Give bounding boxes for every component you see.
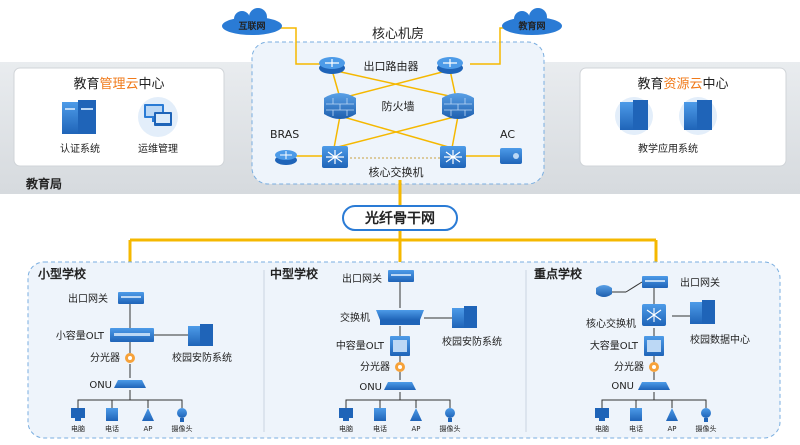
small-splitter-label: 分光器 [90,351,120,364]
medium-security-label: 校园安防系统 [442,335,502,348]
core-switch-right-icon [440,146,466,168]
core-switch-left-icon [322,146,348,168]
backbone-label: 光纤骨干网 [364,210,435,227]
small-olt-label: 小容量OLT [56,329,105,342]
core-room-title: 核心机房 [372,26,424,42]
internet-cloud-icon [222,8,282,35]
medium-ep-ap: AP [411,425,420,433]
key-ep-pc: 电脑 [595,424,609,433]
small-gateway-label: 出口网关 [68,292,108,305]
small-ep-ap: AP [143,425,152,433]
key-datacenter-icon [690,300,715,324]
ops-monitor-icon [138,97,178,137]
medium-school-title: 中型学校 [270,266,319,281]
router-label: 出口路由器 [364,59,419,73]
key-firewall-icon [596,285,612,297]
core-switch-label: 核心交换机 [369,165,424,179]
core-links [290,69,504,157]
firewall-right-icon [442,93,474,119]
medium-security-icon [452,306,477,328]
internet-cloud-label: 互联网 [238,20,265,32]
key-ep-camera: 摄像头 [696,424,717,433]
medium-onu-icon [384,382,416,390]
key-olt-icon [644,336,664,356]
key-splitter-label: 分光器 [614,360,644,373]
small-security-icon [188,324,213,346]
small-olt-icon [110,328,154,342]
key-olt-label: 大容量OLT [590,339,639,352]
small-school-links [77,304,188,408]
key-gateway-icon [642,276,668,288]
small-ep-camera: 摄像头 [172,424,193,433]
key-endpoint-icons [595,408,711,422]
key-splitter-icon [649,362,659,372]
medium-ep-phone: 电话 [373,424,387,433]
medium-olt-icon [390,336,410,356]
ac-label: AC [500,128,515,141]
medium-gateway-icon [388,270,414,282]
medium-switch-label: 交换机 [340,311,370,324]
management-cloud-title: 教育管理云中心 [73,76,164,92]
small-ep-pc: 电脑 [71,424,85,433]
auth-server-icon [62,100,96,134]
medium-school-links [345,282,452,408]
firewall-left-icon [324,93,356,119]
edunet-cloud-label: 教育网 [517,20,545,32]
medium-ep-camera: 摄像头 [440,424,461,433]
firewall-label: 防火墙 [382,99,415,113]
small-onu-label: ONU [89,380,112,391]
medium-onu-label: ONU [359,382,382,393]
small-ep-phone: 电话 [105,424,119,433]
teaching-server-icon-1 [615,97,653,135]
small-endpoint-icons [71,408,187,422]
management-cloud-box [13,67,225,167]
ac-controller-icon [500,148,522,164]
resource-cloud-title: 教育资源云中心 [637,76,728,92]
medium-switch-icon [376,310,424,325]
medium-olt-label: 中容量OLT [336,339,385,352]
key-gateway-label: 出口网关 [680,276,720,289]
teaching-server-icon-2 [679,97,717,135]
key-core-switch-icon [642,304,666,326]
key-core-switch-label: 核心交换机 [586,317,636,330]
bureau-label: 教育局 [25,176,62,191]
medium-gateway-label: 出口网关 [342,272,382,285]
auth-system-label: 认证系统 [60,142,100,155]
key-school-title: 重点学校 [534,266,583,281]
ops-management-label: 运维管理 [138,142,178,155]
key-school-links [601,281,707,408]
medium-endpoint-icons [339,408,455,422]
key-ep-phone: 电话 [629,424,643,433]
small-gateway-icon [118,292,144,304]
exit-router-right-icon [437,57,463,74]
medium-splitter-label: 分光器 [360,360,390,373]
bras-router-icon [275,150,297,165]
exit-router-left-icon [319,57,345,74]
bras-label: BRAS [270,128,299,141]
small-security-label: 校园安防系统 [172,351,232,364]
medium-splitter-icon [395,362,405,372]
edunet-cloud-icon [502,8,562,35]
key-onu-icon [638,382,670,390]
key-onu-label: ONU [611,381,634,392]
small-school-title: 小型学校 [38,266,87,281]
small-onu-icon [114,380,146,388]
key-datacenter-label: 校园数据中心 [690,333,750,346]
backbone-label-box [342,205,458,231]
teaching-app-label: 教学应用系统 [638,142,698,155]
small-splitter-icon [125,353,135,363]
medium-ep-pc: 电脑 [339,424,353,433]
key-ep-ap: AP [667,425,676,433]
